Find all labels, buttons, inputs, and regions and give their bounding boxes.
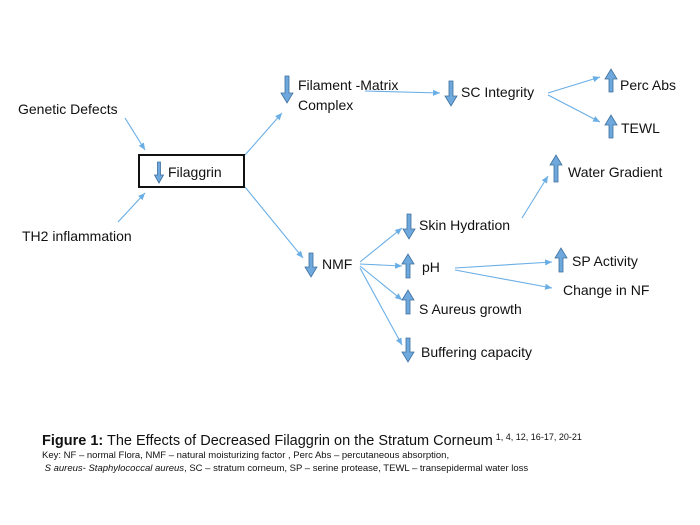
node-s-aureus-growth: S Aureus growth — [419, 301, 522, 317]
node-filament-matrix: Filament -Matrix — [298, 77, 398, 93]
water-up-arrow — [549, 154, 563, 183]
node-genetic-defects: Genetic Defects — [18, 101, 118, 117]
node-th2-inflammation: TH2 inflammation — [22, 228, 132, 244]
tewl-up-arrow — [604, 114, 618, 139]
key-line-2-rest: , SC – stratum corneum, SP – serine prot… — [184, 462, 529, 474]
figure-title-text: The Effects of Decreased Filaggrin on th… — [103, 433, 493, 449]
edge-nmf-ph — [359, 262, 403, 269]
connectors — [117, 76, 601, 346]
edge-nmf-saureus — [359, 265, 403, 301]
node-ph: pH — [422, 259, 440, 275]
sc-down-arrow — [444, 80, 458, 107]
edge-filaggrin-fmc — [244, 112, 283, 156]
node-sc-integrity: SC Integrity — [461, 84, 534, 100]
edge-sc-perc — [547, 76, 601, 94]
key-line-2: S aureus- Staphylococcal aureus, SC – st… — [42, 463, 682, 476]
edge-ph-sp — [454, 259, 553, 269]
edge-nmf-buffer — [359, 267, 403, 346]
perc-up-arrow — [604, 68, 618, 93]
buffer-down-arrow — [401, 337, 415, 363]
hydration-down-arrow — [402, 213, 416, 240]
filaggrin-box — [138, 154, 245, 188]
node-filaggrin: Filaggrin — [168, 164, 222, 180]
key-s-aureus: S aureus- Staphylococcal aureus — [44, 462, 185, 474]
node-labels: Genetic Defects TH2 inflammation Filaggr… — [18, 77, 676, 360]
edge-th2-filaggrin — [117, 192, 146, 223]
edge-filaggrin-nmf — [244, 186, 304, 259]
key-line-1: Key: NF – normal Flora, NMF – natural mo… — [42, 450, 450, 461]
edge-genetic-filaggrin — [124, 117, 146, 151]
direction-arrows — [153, 68, 618, 363]
node-perc-abs: Perc Abs — [620, 77, 676, 93]
edge-ph-nf — [454, 269, 553, 290]
node-water-gradient: Water Gradient — [568, 164, 663, 180]
node-nmf: NMF — [322, 256, 352, 272]
sp-up-arrow — [554, 247, 568, 273]
filaggrin-down-arrow — [153, 161, 165, 184]
saureus-up-arrow — [401, 289, 415, 315]
fmc-down-arrow — [280, 75, 294, 104]
ph-up-arrow — [401, 253, 415, 279]
node-change-in-nf: Change in NF — [563, 282, 649, 298]
edge-sc-tewl — [547, 94, 601, 123]
edge-hydration-water — [521, 175, 549, 219]
node-buffering-capacity: Buffering capacity — [421, 344, 532, 360]
node-sp-activity: SP Activity — [572, 253, 638, 269]
figure-label: Figure 1: — [42, 433, 104, 449]
figure-title: Figure 1: The Effects of Decreased Filag… — [42, 428, 682, 450]
figure-caption: Figure 1: The Effects of Decreased Filag… — [42, 428, 682, 475]
nmf-down-arrow — [304, 252, 318, 278]
node-skin-hydration: Skin Hydration — [419, 217, 510, 233]
node-tewl: TEWL — [621, 120, 660, 136]
node-complex: Complex — [298, 97, 353, 113]
edge-nmf-hydration — [359, 227, 403, 263]
edge-fmc-sc — [364, 89, 441, 96]
figure-references: 1, 4, 12, 16-17, 20-21 — [495, 432, 582, 442]
